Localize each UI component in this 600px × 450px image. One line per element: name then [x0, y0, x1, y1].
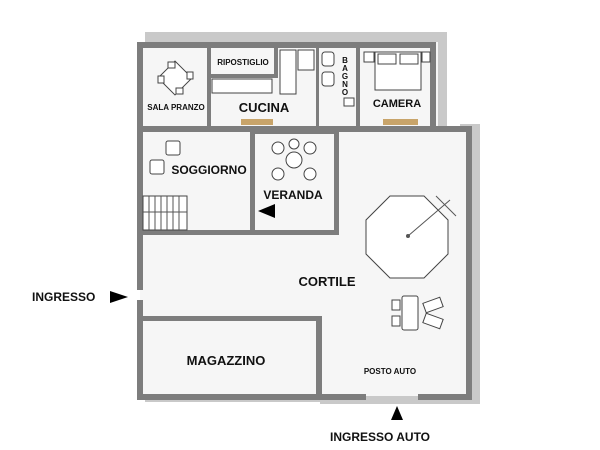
radiator-kitchen [241, 119, 273, 125]
room-label-cucina: CUCINA [239, 100, 290, 115]
kitchen-counter-icon [211, 49, 315, 95]
radiator-bedroom [383, 119, 418, 125]
room-label-posto-auto: POSTO AUTO [364, 367, 416, 376]
room-label-camera: CAMERA [373, 98, 421, 110]
veranda-arrow-icon [258, 204, 275, 218]
room-label-bagno: B A G N O [342, 56, 348, 97]
walls [137, 42, 472, 400]
bathroom-fixtures-icon [321, 51, 355, 107]
armchair-icon [149, 140, 181, 175]
dining-table-icon [157, 60, 194, 96]
veranda-table-icon [271, 138, 317, 181]
umbrella-icon [365, 195, 457, 279]
bed-icon [363, 51, 431, 91]
room-label-sala-pranzo: SALA PRANZO [147, 103, 204, 112]
room-label-ripostiglio: RIPOSTIGLIO [217, 58, 269, 67]
ingresso-arrow-icon [110, 291, 128, 303]
svg-text:G: G [342, 72, 348, 81]
label-ingresso-auto: INGRESSO AUTO [330, 430, 430, 444]
label-ingresso: INGRESSO [32, 290, 95, 304]
room-label-veranda: VERANDA [263, 188, 323, 202]
svg-text:N: N [342, 80, 348, 89]
svg-text:A: A [342, 64, 348, 73]
room-label-soggiorno: SOGGIORNO [171, 163, 246, 177]
room-label-magazzino: MAGAZZINO [187, 353, 266, 368]
ingresso-auto-arrow-icon [391, 406, 403, 420]
svg-text:O: O [342, 88, 348, 97]
room-label-cortile: CORTILE [298, 274, 355, 289]
stairs-icon [142, 195, 188, 231]
svg-text:B: B [342, 56, 348, 65]
outdoor-furniture-icon [391, 295, 444, 331]
